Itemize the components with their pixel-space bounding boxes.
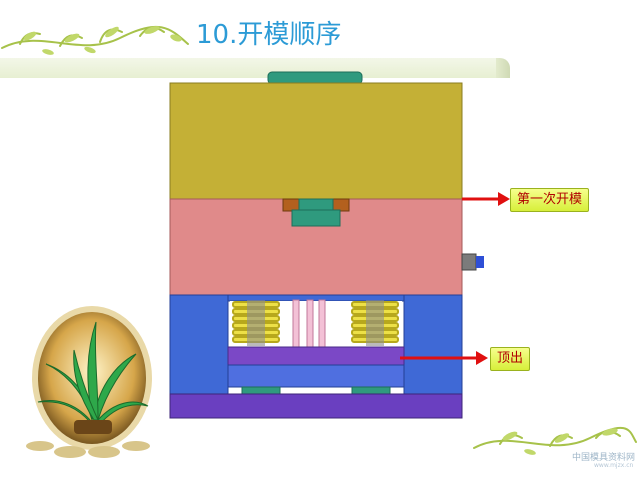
callout-ejection: 顶出 — [490, 347, 531, 371]
sprue-bushing-left — [282, 198, 300, 212]
stop-button-right — [351, 386, 391, 395]
plant-vignette — [26, 306, 152, 458]
locating-ring — [267, 71, 363, 85]
ejector-plate — [227, 364, 405, 388]
stop-button-left — [241, 386, 281, 395]
header-band-fold — [496, 58, 510, 78]
spring-right — [348, 300, 402, 347]
bottom-clamp-plate — [169, 393, 463, 419]
ejector-retainer-plate — [227, 346, 405, 366]
header-band — [0, 58, 500, 78]
b-plate-right — [403, 294, 463, 395]
sprue-bushing-right — [332, 198, 350, 212]
arrow-right-icon — [462, 192, 510, 206]
sprue-insert — [291, 209, 341, 227]
watermark-url: www.mjzx.cn — [594, 462, 634, 469]
water-fitting — [461, 253, 477, 271]
slide-title: 10.开模顺序 — [196, 20, 342, 50]
watermark-title: 中国模具资料网 — [572, 453, 636, 463]
water-fitting-nozzle — [476, 256, 484, 268]
vine-ornament-icon — [473, 426, 637, 455]
spring-left — [230, 300, 284, 347]
ejector-pins — [284, 299, 348, 348]
callout-first-opening: 第一次开模 — [510, 188, 590, 212]
arrow-right-icon — [400, 351, 488, 365]
b-plate-left — [169, 294, 229, 395]
top-clamp-plate — [169, 82, 463, 200]
vine-ornament-icon — [1, 25, 189, 55]
